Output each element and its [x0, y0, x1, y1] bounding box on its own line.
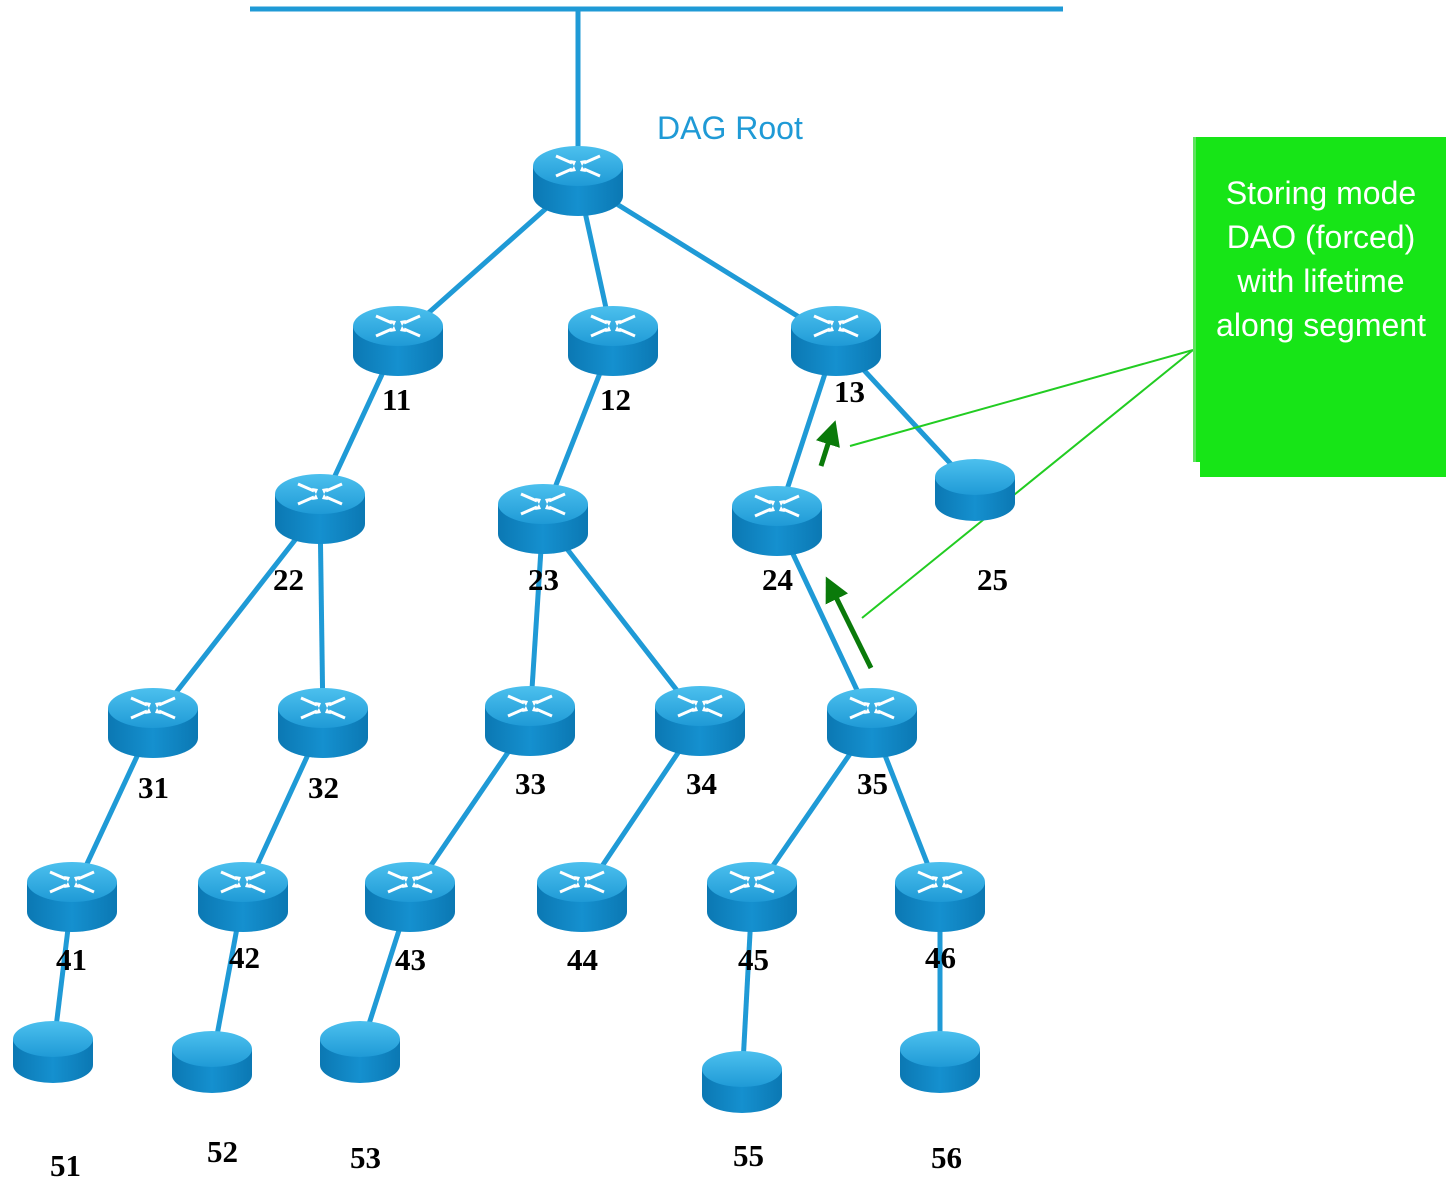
router-icon-44 [537, 862, 627, 932]
router-icon-31 [108, 688, 198, 758]
host-icon-53 [320, 1021, 400, 1083]
node-label-31: 31 [138, 770, 169, 805]
node-label-51: 51 [50, 1148, 81, 1180]
router-icon-35 [827, 688, 917, 758]
node-label-45: 45 [738, 942, 769, 977]
node-label-32: 32 [308, 770, 339, 805]
node-label-23: 23 [528, 562, 559, 597]
router-icon-12 [568, 306, 658, 376]
node-label-12: 12 [600, 382, 631, 417]
dao-callout: Storing mode DAO (forced) with lifetime … [1193, 137, 1446, 462]
node-labels-layer: 11 12 13 22 23 24 25 31 32 33 34 35 41 42 43 44 45 46 51 52… [50, 374, 1008, 1180]
node-label-46: 46 [925, 940, 956, 975]
node-label-41: 41 [56, 942, 87, 977]
node-label-43: 43 [395, 942, 426, 977]
node-label-55: 55 [733, 1138, 764, 1173]
node-label-35: 35 [857, 766, 888, 801]
host-icon-25 [935, 459, 1015, 521]
node-label-25: 25 [977, 562, 1008, 597]
callout-leader-lines [849, 349, 1194, 619]
dao-arrow-35-to-24 [825, 576, 874, 670]
host-icon-51 [13, 1021, 93, 1083]
node-label-44: 44 [567, 942, 598, 977]
node-label-34: 34 [686, 766, 717, 801]
router-icon-22 [275, 474, 365, 544]
node-label-56: 56 [931, 1140, 962, 1175]
node-label-33: 33 [515, 766, 546, 801]
host-icon-56 [900, 1031, 980, 1093]
backbone-bus [250, 6, 1063, 150]
router-icon-33 [485, 686, 575, 756]
host-icon-55 [702, 1051, 782, 1113]
router-icon-43 [365, 862, 455, 932]
dao-arrows-layer [816, 420, 874, 670]
router-icon-11 [353, 306, 443, 376]
link-23-34 [541, 516, 702, 722]
node-label-22: 22 [273, 562, 304, 597]
router-icon-46 [895, 862, 985, 932]
router-icon-41 [27, 862, 117, 932]
dao-arrow-24-to-13 [816, 420, 840, 467]
node-label-52: 52 [207, 1134, 238, 1169]
host-icon-52 [172, 1031, 252, 1093]
router-icon-34 [655, 686, 745, 756]
link-22-31 [151, 506, 322, 724]
link-root-13 [576, 177, 838, 343]
router-icon-23 [498, 484, 588, 554]
router-icon-24 [732, 486, 822, 556]
router-icon-13 [791, 306, 881, 376]
router-icon-root [533, 146, 623, 216]
node-label-53: 53 [350, 1140, 381, 1175]
node-label-42: 42 [229, 940, 260, 975]
router-icon-42 [198, 862, 288, 932]
nodes-layer [13, 146, 1015, 1113]
node-label-24: 24 [762, 562, 793, 597]
dag-root-label: DAG Root [657, 110, 803, 146]
node-label-11: 11 [382, 382, 411, 417]
router-icon-45 [707, 862, 797, 932]
router-icon-32 [278, 688, 368, 758]
node-label-13: 13 [834, 374, 865, 409]
